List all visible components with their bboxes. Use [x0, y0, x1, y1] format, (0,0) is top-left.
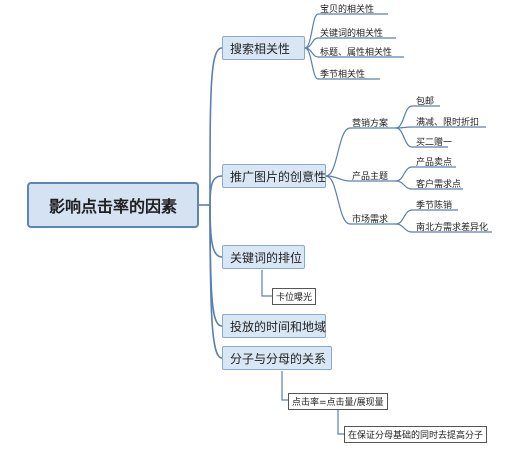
leaf-north-south[interactable]: 南北方需求差异化 — [416, 223, 489, 233]
topic-keyword-rank[interactable]: 关键词的排位 — [222, 245, 305, 269]
subtopic-title-attribute[interactable]: 标题、属性相关性 — [320, 48, 393, 58]
leaf-raise-numerator[interactable]: 在保证分母基础的同时去提高分子 — [344, 426, 488, 443]
subtopic-keyword-relevance[interactable]: 关键词的相关性 — [320, 29, 384, 39]
topic-image-creativity[interactable]: 推广图片的创意性 — [222, 164, 326, 188]
leaf-slot-exposure[interactable]: 卡位曝光 — [272, 288, 317, 305]
trunk-to-rank — [209, 204, 223, 258]
subtopic-market-demand[interactable]: 市场需求 — [352, 215, 389, 225]
trunk-to-creative — [209, 175, 223, 206]
leaf-seasonal-sales[interactable]: 季节陈销 — [416, 201, 453, 211]
leaf-ctr-formula[interactable]: 点击率=点击量/展现量 — [288, 393, 388, 410]
topic-numerator-denominator[interactable]: 分子与分母的关系 — [222, 346, 332, 370]
search-branch — [304, 13, 319, 49]
subtopic-product-theme[interactable]: 产品主题 — [352, 172, 389, 182]
topic-search-relevance[interactable]: 搜索相关性 — [222, 36, 305, 60]
subtopic-season-relevance[interactable]: 季节相关性 — [320, 70, 366, 80]
subtopic-item-relevance[interactable]: 宝贝的相关性 — [320, 5, 375, 15]
leaf-selling-point[interactable]: 产品卖点 — [416, 158, 453, 168]
leaf-buy-two-get-one[interactable]: 买二赠一 — [416, 138, 453, 148]
trunk-to-ratio — [209, 204, 223, 359]
leaf-discount[interactable]: 满减、限时折扣 — [416, 118, 480, 128]
topic-time-region[interactable]: 投放的时间和地域 — [222, 314, 326, 338]
subtopic-marketing-plan[interactable]: 营销方案 — [352, 119, 389, 129]
root-topic[interactable]: 影响点击率的因素 — [27, 182, 199, 228]
leaf-free-shipping[interactable]: 包邮 — [416, 97, 435, 107]
creative-branch — [325, 127, 351, 177]
trunk-to-search — [209, 47, 223, 206]
leaf-customer-need[interactable]: 客户需求点 — [416, 180, 462, 190]
